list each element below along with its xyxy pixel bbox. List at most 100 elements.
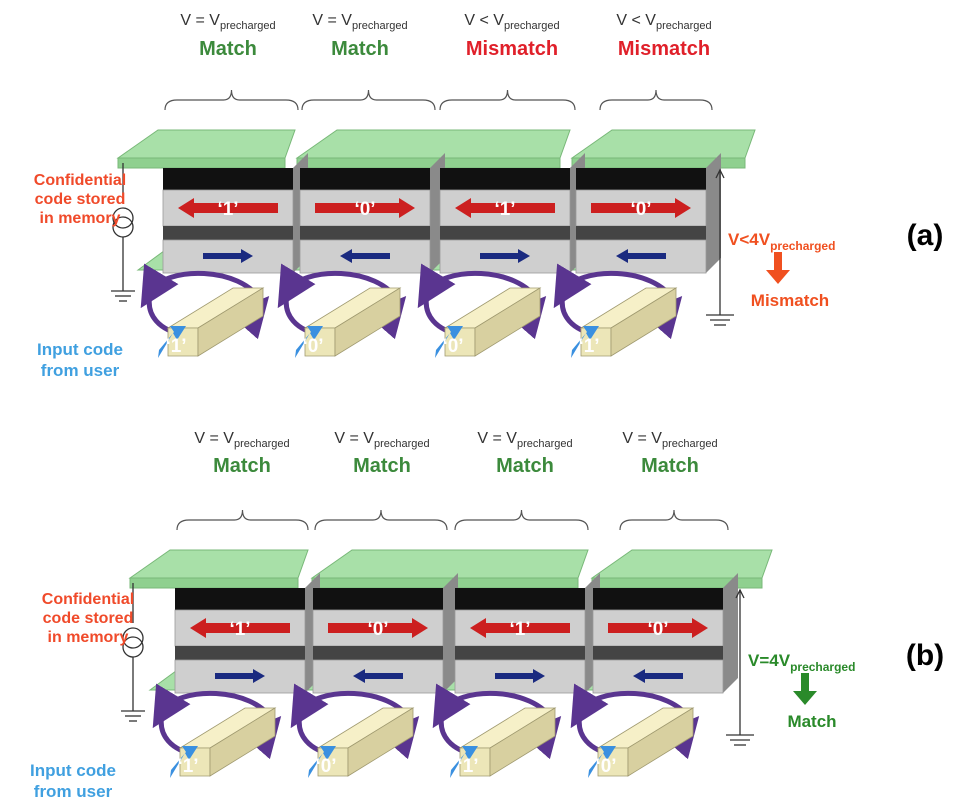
mtj-cell: ‘1’ ‘1’ — [140, 153, 308, 358]
stored-bit-label: ‘0’ — [354, 199, 375, 220]
mtj-cell: ‘1’ ‘1’ — [152, 573, 320, 778]
voltage-label: V < Vprecharged — [464, 12, 559, 32]
input-wire-side — [489, 707, 556, 777]
input-current-arrow — [450, 746, 478, 778]
stored-code-label: in memory — [40, 210, 121, 227]
barrier-layer — [313, 646, 443, 660]
mtj-cell: ‘0’ ‘0’ — [570, 573, 738, 778]
input-code-label: from user — [34, 782, 113, 801]
pinned-layer — [440, 168, 570, 190]
top-electrode-edge — [296, 157, 561, 169]
input-wire-side — [197, 287, 264, 357]
match-status: Mismatch — [466, 38, 558, 60]
stored-bit-label: ‘1’ — [217, 199, 238, 220]
voltage-label: V = Vprecharged — [334, 430, 429, 450]
input-wire-side — [347, 707, 414, 777]
total-voltage-label: V<4Vprecharged — [728, 230, 835, 253]
top-electrode — [295, 129, 571, 159]
stored-code-label: code stored — [35, 191, 126, 208]
brace — [599, 89, 713, 111]
top-electrode — [570, 129, 756, 159]
stored-code-label: Confidential — [34, 172, 126, 189]
pinned-layer — [455, 588, 585, 610]
top-electrode — [128, 549, 309, 579]
match-status: Match — [496, 455, 554, 477]
stored-bit-label: ‘0’ — [367, 619, 388, 640]
mtj-cell: ‘0’‘1’ — [553, 153, 721, 358]
mtj-cell: ‘1’‘0’ — [417, 153, 585, 358]
stored-bit-arrow — [315, 198, 415, 218]
barrier-layer — [593, 646, 723, 660]
reference-arrow — [340, 249, 390, 263]
barrier-layer — [576, 226, 706, 240]
stored-bit-label: ‘0’ — [647, 619, 668, 640]
reference-layer — [575, 239, 707, 274]
input-bit-label: ‘1’ — [165, 336, 186, 357]
mtj-cell: ‘0’ ‘0’ — [277, 153, 445, 358]
pinned-layer — [593, 588, 723, 610]
input-current-arrow — [588, 746, 616, 778]
pinned-layer — [175, 588, 305, 610]
brace — [164, 89, 299, 111]
mtj-cell: ‘0’‘0’ — [290, 573, 458, 778]
match-status: Match — [331, 38, 389, 60]
brace — [176, 509, 309, 531]
stored-bit-label: ‘1’ — [509, 619, 530, 640]
sense-arrow — [735, 588, 745, 599]
input-current-arrow — [308, 746, 336, 778]
barrier-layer — [440, 226, 570, 240]
reference-arrow — [215, 669, 265, 683]
input-bit-label: ‘0’ — [595, 756, 616, 777]
reference-arrow — [495, 669, 545, 683]
barrier-layer — [300, 226, 430, 240]
voltage-label: V = Vprecharged — [312, 12, 407, 32]
match-status: Match — [641, 455, 699, 477]
match-status: Match — [213, 455, 271, 477]
sense-arrow — [715, 168, 725, 179]
stored-bit-arrow — [190, 618, 290, 638]
brace — [619, 509, 729, 531]
reference-arrow — [616, 249, 666, 263]
stored-code-label: Confidential — [42, 591, 134, 608]
input-current-arrow — [435, 326, 463, 358]
input-wire-side — [610, 287, 677, 357]
result-label: Match — [787, 712, 836, 731]
result-label: Mismatch — [751, 291, 829, 310]
result-arrow-icon — [793, 673, 817, 705]
total-voltage-label: V=4Vprecharged — [748, 651, 855, 674]
input-current-arrow — [170, 746, 198, 778]
input-bit-label: ‘1’ — [578, 336, 599, 357]
brace — [314, 509, 448, 531]
brace — [439, 89, 576, 111]
input-bit-label: ‘0’ — [442, 336, 463, 357]
input-code-label: Input code — [37, 340, 123, 359]
current-source-icon — [112, 207, 134, 229]
mtj-cell: ‘1’ ‘1’ — [432, 573, 600, 778]
cell-side — [443, 573, 458, 693]
voltage-label: V = Vprecharged — [180, 12, 275, 32]
input-wire-side — [334, 287, 401, 357]
reference-arrow — [353, 669, 403, 683]
input-current-arrow — [295, 326, 323, 358]
barrier-layer — [163, 226, 293, 240]
stored-bit-arrow — [178, 198, 278, 218]
input-wire-side — [474, 287, 541, 357]
input-bit-label: ‘0’ — [302, 336, 323, 357]
input-bit-label: ‘1’ — [457, 756, 478, 777]
pinned-layer — [163, 168, 293, 190]
brace — [454, 509, 589, 531]
brace — [301, 89, 436, 111]
top-electrode — [116, 129, 296, 159]
barrier-layer — [455, 646, 585, 660]
panel-label: (a) — [907, 219, 944, 252]
stored-bit-label: ‘1’ — [229, 619, 250, 640]
barrier-layer — [175, 646, 305, 660]
input-wire-side — [209, 707, 276, 777]
input-bit-label: ‘1’ — [177, 756, 198, 777]
cell-side — [706, 153, 721, 273]
result-arrow-icon — [766, 252, 790, 284]
reference-arrow — [633, 669, 683, 683]
stored-code-label: in memory — [48, 629, 129, 646]
